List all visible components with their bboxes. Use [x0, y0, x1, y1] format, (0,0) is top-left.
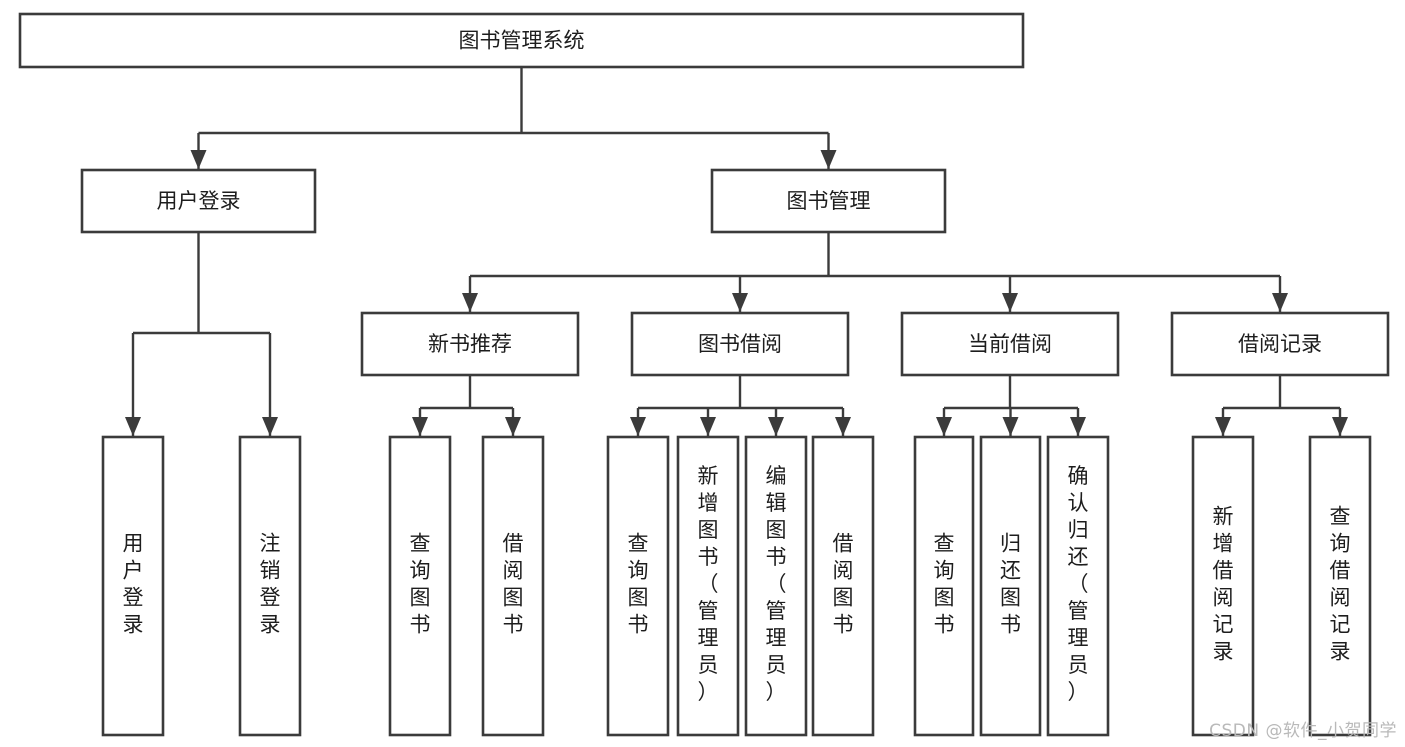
- node-borrow-record[interactable]: 借阅记录: [1170, 311, 1390, 377]
- node-book-borrow-box[interactable]: [630, 311, 850, 377]
- node-leaf-edit-book-box[interactable]: [744, 435, 808, 737]
- node-book-manage-box[interactable]: [710, 168, 947, 234]
- arrow-head: [768, 417, 784, 436]
- node-book-borrow-label: 图书借阅: [698, 332, 782, 356]
- node-leaf-logout-label: 注销登录: [260, 532, 281, 637]
- arrow-head: [835, 417, 851, 436]
- node-leaf-confirm-return-box[interactable]: [1046, 435, 1110, 737]
- node-new-book-recommend[interactable]: 新书推荐: [360, 311, 580, 377]
- node-leaf-add-record-label: 新增借阅记录: [1213, 505, 1234, 664]
- arrow-head: [190, 150, 207, 169]
- node-leaf-query-book-1-box[interactable]: [388, 435, 452, 737]
- node-leaf-borrow-book-2-box[interactable]: [811, 435, 875, 737]
- node-user-login[interactable]: 用户登录: [80, 168, 317, 234]
- node-leaf-add-book-box[interactable]: [676, 435, 740, 737]
- node-leaf-user-login-box[interactable]: [101, 435, 165, 737]
- node-root[interactable]: 图书管理系统: [18, 12, 1025, 69]
- node-leaf-query-book-3-label: 查询图书: [934, 532, 955, 637]
- node-leaf-return-book[interactable]: 归还图书: [979, 435, 1042, 737]
- node-root-label: 图书管理系统: [459, 29, 585, 53]
- node-leaf-borrow-book-2-label: 借阅图书: [833, 532, 854, 637]
- node-root-box[interactable]: [18, 12, 1025, 69]
- node-leaf-user-login[interactable]: 用户登录: [101, 435, 165, 737]
- node-book-manage-label: 图书管理: [787, 189, 871, 213]
- node-leaf-query-book-3[interactable]: 查询图书: [913, 435, 975, 737]
- node-current-borrow[interactable]: 当前借阅: [900, 311, 1120, 377]
- arrow-head: [630, 417, 646, 436]
- node-leaf-confirm-return[interactable]: 确认归还（管理员）: [1046, 435, 1110, 737]
- node-leaf-edit-book[interactable]: 编辑图书（管理员）: [744, 435, 808, 737]
- arrow-head: [262, 417, 278, 436]
- node-leaf-borrow-book-1[interactable]: 借阅图书: [481, 435, 545, 737]
- arrow-head: [1002, 417, 1019, 436]
- arrow-head: [1272, 293, 1288, 312]
- node-leaf-query-record-box[interactable]: [1308, 435, 1372, 737]
- arrow-head: [125, 417, 141, 436]
- node-leaf-return-book-label: 归还图书: [1000, 532, 1021, 637]
- arrow-head: [412, 417, 428, 436]
- node-current-borrow-label: 当前借阅: [968, 332, 1052, 356]
- node-boxes: 图书管理系统用户登录图书管理新书推荐图书借阅当前借阅借阅记录用户登录注销登录查询…: [18, 12, 1390, 737]
- node-book-manage[interactable]: 图书管理: [710, 168, 947, 234]
- node-leaf-edit-book-label: 编辑图书（管理员）: [766, 464, 787, 704]
- node-user-login-label: 用户登录: [157, 189, 241, 213]
- node-leaf-add-record-box[interactable]: [1191, 435, 1255, 737]
- node-leaf-user-login-label: 用户登录: [123, 532, 144, 637]
- arrow-head: [936, 417, 952, 436]
- node-current-borrow-box[interactable]: [900, 311, 1120, 377]
- connector-lines: [125, 67, 1348, 436]
- arrow-head: [505, 417, 521, 436]
- node-borrow-record-box[interactable]: [1170, 311, 1390, 377]
- arrow-head: [820, 150, 837, 169]
- node-book-borrow[interactable]: 图书借阅: [630, 311, 850, 377]
- arrow-head: [1332, 417, 1348, 436]
- arrow-head: [732, 293, 748, 312]
- node-leaf-add-book[interactable]: 新增图书（管理员）: [676, 435, 740, 737]
- node-leaf-add-record[interactable]: 新增借阅记录: [1191, 435, 1255, 737]
- arrow-head: [700, 417, 716, 436]
- node-leaf-add-book-label: 新增图书（管理员）: [698, 464, 719, 704]
- node-leaf-query-book-2[interactable]: 查询图书: [606, 435, 670, 737]
- node-leaf-return-book-box[interactable]: [979, 435, 1042, 737]
- node-leaf-query-book-1[interactable]: 查询图书: [388, 435, 452, 737]
- node-leaf-query-record[interactable]: 查询借阅记录: [1308, 435, 1372, 737]
- node-user-login-box[interactable]: [80, 168, 317, 234]
- node-leaf-borrow-book-1-label: 借阅图书: [503, 532, 524, 637]
- node-new-book-recommend-box[interactable]: [360, 311, 580, 377]
- node-leaf-logout[interactable]: 注销登录: [238, 435, 302, 737]
- arrow-head: [462, 293, 478, 312]
- arrow-head: [1215, 417, 1231, 436]
- node-new-book-recommend-label: 新书推荐: [428, 332, 512, 356]
- arrow-head: [1002, 293, 1018, 312]
- node-leaf-logout-box[interactable]: [238, 435, 302, 737]
- node-leaf-query-record-label: 查询借阅记录: [1330, 505, 1351, 664]
- arrow-head: [1070, 417, 1086, 436]
- node-leaf-query-book-2-label: 查询图书: [628, 532, 649, 637]
- node-leaf-query-book-2-box[interactable]: [606, 435, 670, 737]
- node-leaf-confirm-return-label: 确认归还（管理员）: [1068, 464, 1089, 704]
- node-borrow-record-label: 借阅记录: [1238, 332, 1322, 356]
- node-leaf-query-book-3-box[interactable]: [913, 435, 975, 737]
- node-leaf-borrow-book-2[interactable]: 借阅图书: [811, 435, 875, 737]
- node-leaf-query-book-1-label: 查询图书: [410, 532, 431, 637]
- node-leaf-borrow-book-1-box[interactable]: [481, 435, 545, 737]
